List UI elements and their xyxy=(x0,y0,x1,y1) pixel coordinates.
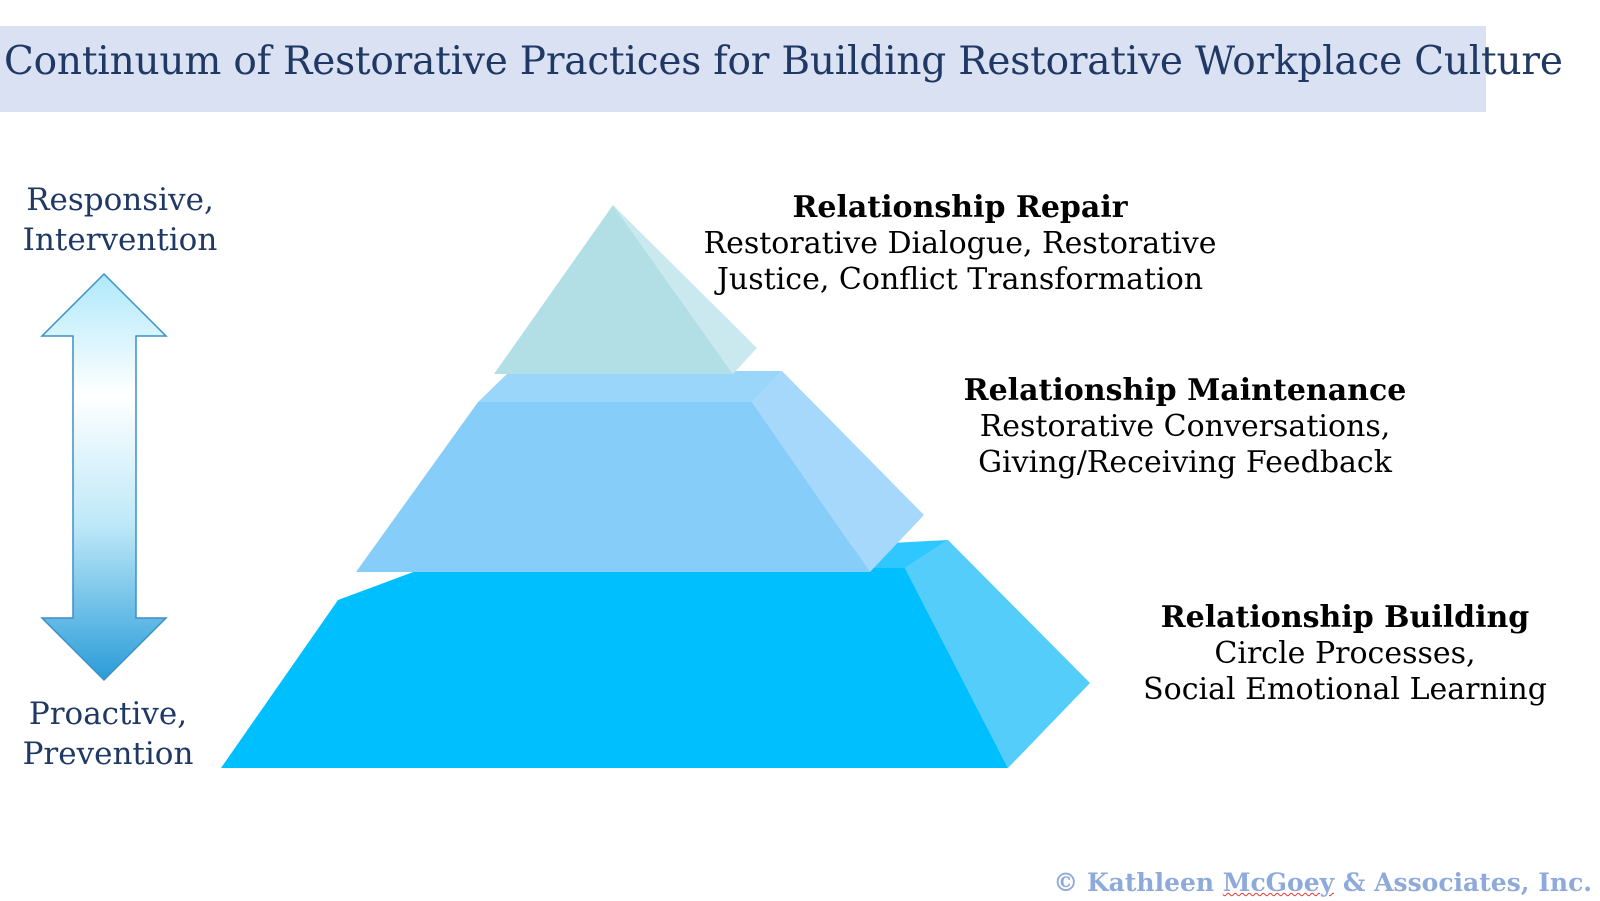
tier-bottom-side-face xyxy=(905,540,1090,768)
copyright-notice: © Kathleen McGoey & Associates, Inc. xyxy=(1053,868,1592,897)
page-title: Continuum of Restorative Practices for B… xyxy=(4,39,1563,84)
tier-building-line1: Circle Processes, xyxy=(1214,636,1476,671)
axis-label-bottom-line1: Proactive, xyxy=(28,696,188,732)
tier-bottom-shape xyxy=(221,540,1090,768)
tier-maintenance-title: Relationship Maintenance xyxy=(963,373,1407,408)
tier-middle-side-face xyxy=(752,371,924,572)
double-arrow-icon xyxy=(40,272,168,682)
tier-bottom-front-face xyxy=(221,568,1008,768)
tier-maintenance-line2: Giving/Receiving Feedback xyxy=(978,445,1392,480)
tier-top-side-face xyxy=(613,205,757,374)
copyright-prefix: © Kathleen xyxy=(1053,868,1223,897)
tier-top-front-face xyxy=(494,205,733,374)
tier-label-repair: Relationship Repair Restorative Dialogue… xyxy=(700,190,1220,298)
axis-label-top: Responsive, Intervention xyxy=(14,180,226,260)
tier-repair-line2: Justice, Conflict Transformation xyxy=(716,262,1204,297)
copyright-name: McGoey xyxy=(1222,868,1335,897)
axis-label-top-line1: Responsive, xyxy=(26,182,214,218)
tier-repair-line1: Restorative Dialogue, Restorative xyxy=(703,226,1217,261)
tier-label-maintenance: Relationship Maintenance Restorative Con… xyxy=(950,373,1420,481)
tier-building-title: Relationship Building xyxy=(1160,600,1530,635)
axis-label-bottom: Proactive, Prevention xyxy=(8,694,208,774)
tier-middle-shape xyxy=(356,371,924,572)
tier-building-line2: Social Emotional Learning xyxy=(1143,672,1547,707)
tier-repair-title: Relationship Repair xyxy=(792,190,1128,225)
tier-middle-front-face xyxy=(356,402,870,572)
tier-label-building: Relationship Building Circle Processes, … xyxy=(1125,600,1565,708)
axis-label-bottom-line2: Prevention xyxy=(22,736,194,772)
tier-middle-top-face xyxy=(478,371,782,402)
copyright-suffix: & Associates, Inc. xyxy=(1334,868,1592,897)
tier-top-shape xyxy=(494,205,757,374)
axis-label-top-line2: Intervention xyxy=(22,222,218,258)
tier-maintenance-line1: Restorative Conversations, xyxy=(979,409,1391,444)
title-banner xyxy=(0,26,1486,112)
